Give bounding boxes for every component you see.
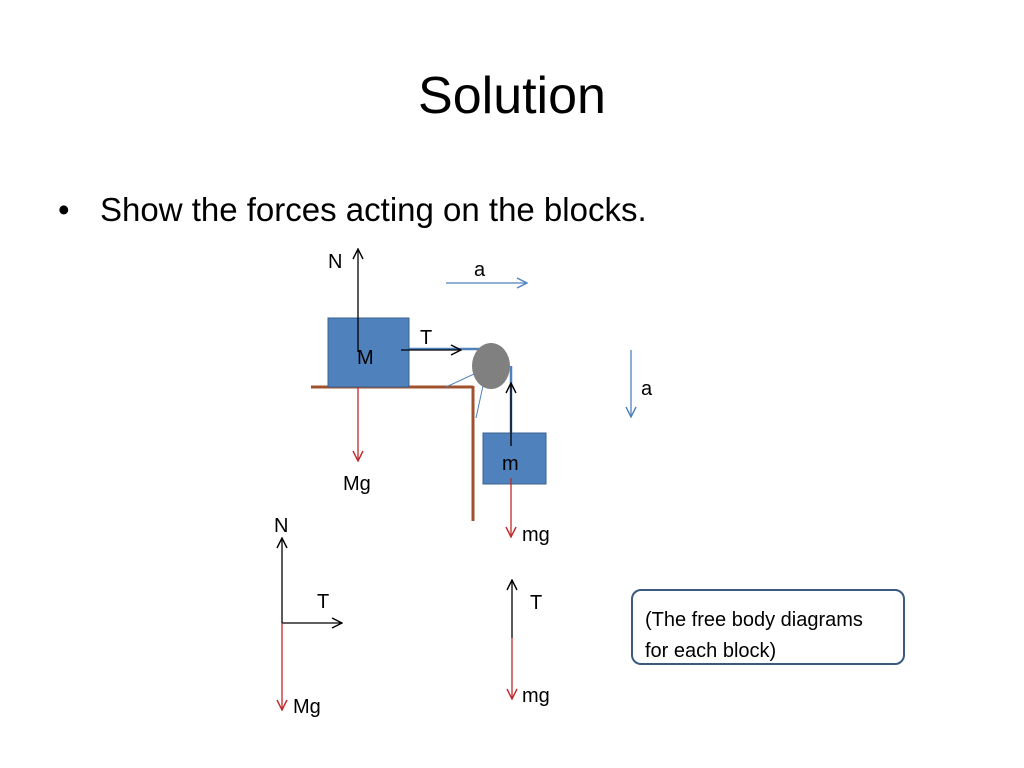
bullet-text: Show the forces acting on the blocks. xyxy=(100,191,647,228)
fbd-note-callout: (The free body diagrams for each block) xyxy=(631,589,905,665)
block-small-label: m xyxy=(502,453,519,475)
block-big-label: M xyxy=(357,347,374,369)
fbd-big-block: N T Mg xyxy=(274,515,342,718)
bullet-dot: • xyxy=(58,191,70,228)
block-big xyxy=(327,317,410,388)
fbd-small-block: T mg xyxy=(512,580,550,707)
fbd-note-line: for each block) xyxy=(645,640,777,662)
block-small xyxy=(482,432,547,485)
slide-title: Solution xyxy=(418,67,606,125)
normal-label-big: N xyxy=(328,251,342,273)
weight-label-small: mg xyxy=(522,524,550,546)
fbd-small-tension-label: T xyxy=(530,592,542,614)
fbd-big-normal-label: N xyxy=(274,515,288,537)
fbd-big-weight-label: Mg xyxy=(293,696,321,718)
accel-label-top: a xyxy=(474,259,486,281)
accel-label-side: a xyxy=(641,378,653,400)
tension-label-big: T xyxy=(420,327,432,349)
weight-label-big: Mg xyxy=(343,473,371,495)
fbd-small-weight-label: mg xyxy=(522,685,550,707)
pulley xyxy=(472,343,510,389)
fbd-note-line: (The free body diagrams xyxy=(645,609,863,631)
fbd-big-tension-label: T xyxy=(317,591,329,613)
